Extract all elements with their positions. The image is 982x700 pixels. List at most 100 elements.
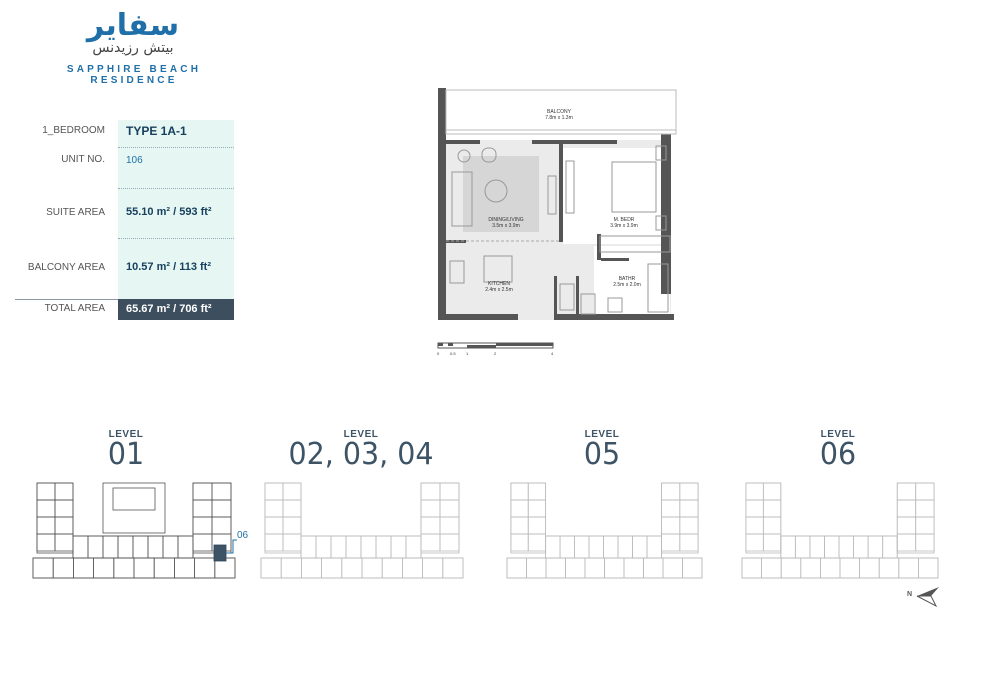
building-outline [780, 557, 802, 579]
building-outline [173, 557, 195, 579]
building-outline [177, 535, 194, 559]
building-outline [745, 482, 764, 501]
building-outline [300, 535, 317, 559]
building-outline [192, 499, 213, 518]
building-outline [800, 557, 821, 579]
room-name: BATHR [619, 276, 636, 282]
building-outline [54, 482, 74, 501]
building-outline [315, 535, 332, 559]
building-outline [915, 482, 935, 501]
logo-arabic: سفاير [86, 8, 180, 43]
building-outline [859, 557, 880, 579]
building-outline [260, 557, 282, 579]
building-outline [679, 482, 699, 501]
building-outline [632, 535, 648, 559]
level-02-04: LEVEL 02, 03, 04 [261, 429, 461, 470]
room-size: 3.9m x 3.9m [610, 223, 638, 229]
level-number: 06 [819, 437, 857, 472]
building-outline [545, 557, 566, 579]
logo-arabic-subtitle: بيتش رزيدنس [92, 40, 174, 56]
room-size: 2.5m x 2.0m [613, 282, 641, 288]
building-outline [603, 535, 619, 559]
unit-value: 106 [126, 155, 143, 166]
building-outline [882, 535, 898, 559]
unit-marker-leader [226, 539, 237, 554]
building-outline [211, 482, 232, 501]
building-outline [679, 533, 699, 552]
building-outline [420, 499, 441, 518]
building-outline [112, 487, 156, 511]
north-label: N [907, 591, 913, 598]
building-outline [264, 516, 284, 535]
building-outline [36, 499, 56, 518]
building-outline [527, 516, 547, 535]
building-outline [102, 535, 119, 559]
building-outline [264, 482, 284, 501]
building-outline [623, 557, 644, 579]
building-outline [588, 535, 604, 559]
building-outline [72, 535, 89, 559]
level-05: LEVEL 05 [522, 429, 682, 470]
building-outline [401, 557, 423, 579]
building-outline [375, 535, 392, 559]
building-outline [87, 535, 104, 559]
building-outline [192, 533, 213, 552]
building-outline [745, 516, 764, 535]
building-outline [878, 557, 900, 579]
building-outline [527, 499, 547, 518]
building-outline [192, 516, 213, 535]
building-outline [915, 533, 935, 552]
building-outline [761, 557, 782, 579]
building-outline [661, 482, 681, 501]
scale-tick: 0.5 [450, 351, 456, 356]
building-outline [604, 557, 625, 579]
divider [118, 147, 234, 148]
building-outline [264, 499, 284, 518]
building-outline [896, 482, 917, 501]
building-outline [162, 535, 179, 559]
building-outline [439, 516, 460, 535]
logo-english: SAPPHIRE BEACH RESIDENCE [66, 64, 202, 86]
room-name: BALCONY [547, 109, 572, 115]
building-outline [918, 557, 939, 579]
scale-bar [437, 342, 554, 349]
building-outline [133, 557, 155, 579]
building-outline [741, 557, 763, 579]
building-outline [36, 516, 56, 535]
building-outline [405, 535, 422, 559]
room-name: KITCHEN [488, 281, 510, 287]
building-outline [527, 533, 547, 552]
building-outline [381, 557, 403, 579]
building-outline [646, 535, 662, 559]
type-value: TYPE 1A-1 [126, 124, 187, 138]
building-outline [422, 557, 444, 579]
building-outline [643, 557, 664, 579]
unit-label: UNIT NO. [61, 154, 105, 165]
room-size: 2.4m x 2.5m [485, 287, 513, 293]
balcony-value: 10.57 m² / 113 ft² [126, 261, 211, 273]
building-outline [52, 557, 74, 579]
divider [118, 238, 234, 239]
building-outline [36, 533, 56, 552]
scale-tick: 0 [437, 351, 440, 356]
total-label: TOTAL AREA [44, 303, 105, 314]
building-outline [211, 516, 232, 535]
building-outline [762, 533, 782, 552]
north-arrow-icon [916, 587, 939, 608]
building-outline [282, 516, 302, 535]
building-outline [745, 533, 764, 552]
room-name: M. BEDR [614, 217, 635, 223]
building-outline [211, 499, 232, 518]
building-outline [510, 516, 529, 535]
building-outline [439, 499, 460, 518]
suite-value: 55.10 m² / 593 ft² [126, 206, 212, 218]
building-outline [809, 535, 825, 559]
building-outline [54, 516, 74, 535]
building-outline [679, 516, 699, 535]
scale-tick: 1 [466, 351, 469, 356]
building-outline [93, 557, 115, 579]
building-outline [867, 535, 884, 559]
unit-106-highlight [213, 544, 227, 562]
building-outline [838, 535, 854, 559]
building-outline [545, 535, 561, 559]
